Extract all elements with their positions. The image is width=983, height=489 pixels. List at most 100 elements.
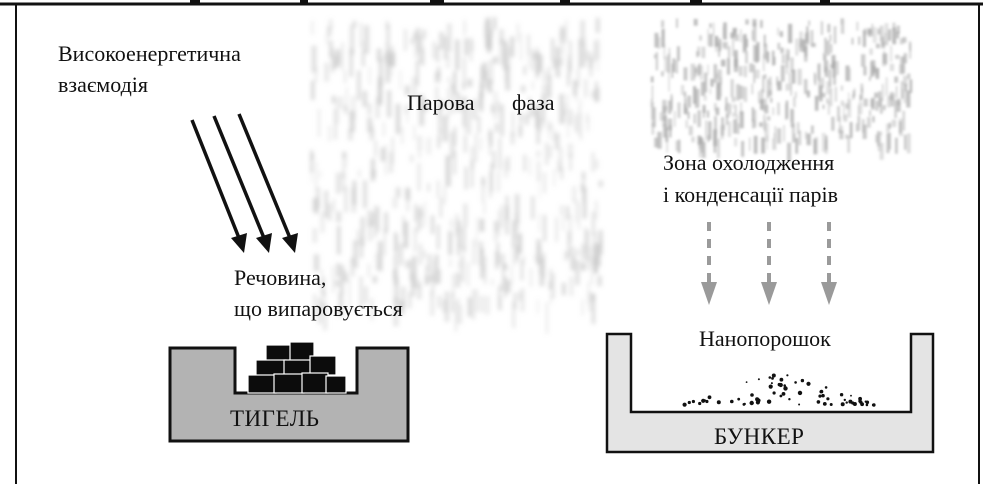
vapor-speckle — [410, 272, 416, 297]
vapor-speckle — [574, 113, 578, 133]
vapor-speckle — [480, 248, 484, 279]
condensation-speckle — [661, 71, 664, 77]
condensation-speckle — [668, 47, 671, 55]
vapor-speckle — [352, 20, 357, 28]
vapor-speckle — [491, 278, 494, 286]
condensation-speckle — [667, 118, 673, 131]
condensation-speckle — [749, 137, 751, 151]
condensation-speckle — [885, 77, 888, 96]
condensation-speckle — [777, 102, 780, 116]
condensation-speckle — [651, 107, 656, 128]
vapor-speckle — [582, 44, 586, 68]
vapor-speckle — [550, 38, 555, 62]
vapor-speckle — [588, 291, 593, 312]
condensation-speckle — [743, 87, 748, 102]
condensation-speckle — [889, 132, 891, 150]
vapor-speckle — [578, 106, 581, 136]
vapor-speckle — [590, 293, 595, 302]
vapor-speckle — [402, 215, 405, 236]
vapor-speckle — [463, 135, 467, 153]
vapor-speckle — [499, 204, 505, 229]
vapor-speckle — [314, 66, 318, 83]
vapor-speckle — [489, 128, 491, 155]
vapor-speckle — [477, 116, 481, 134]
condensation-speckle — [791, 69, 796, 84]
vapor-speckle — [569, 153, 572, 171]
vapor-speckle — [376, 262, 378, 270]
vapor-speckle — [586, 230, 590, 262]
vapor-speckle — [499, 29, 504, 45]
condensation-speckle — [806, 26, 809, 42]
condensation-speckle — [862, 124, 867, 139]
vapor-speckle — [462, 246, 466, 255]
condensation-speckle — [697, 110, 701, 128]
vapor-speckle — [312, 228, 318, 243]
vapor-speckle — [410, 154, 414, 163]
condensation-speckle — [721, 59, 726, 67]
condensation-speckle — [886, 123, 890, 133]
condensation-speckle — [761, 137, 765, 154]
condensation-speckle — [875, 43, 880, 49]
vapor-speckle — [554, 133, 560, 150]
condensation-speckle — [830, 44, 833, 53]
vapor-speckle — [460, 255, 465, 282]
condensation-speckle — [651, 122, 655, 135]
vapor-speckle — [383, 54, 388, 61]
condensation-speckle — [871, 60, 876, 77]
vapor-speckle — [524, 113, 530, 125]
vapor-speckle — [481, 241, 484, 255]
condensation-speckle — [894, 100, 897, 119]
vapor-speckle — [479, 295, 484, 313]
vapor-speckle — [553, 59, 558, 68]
vapor-speckle — [417, 135, 423, 151]
energy-arrow-2 — [212, 115, 272, 253]
condensation-speckle — [650, 76, 654, 83]
vapor-speckle — [438, 31, 445, 50]
vapor-speckle — [578, 202, 580, 230]
vapor-speckle — [490, 163, 493, 193]
condensation-speckle — [837, 128, 841, 133]
vapor-speckle — [310, 150, 314, 173]
condensation-speckle — [845, 103, 849, 109]
vapor-speckle — [572, 80, 578, 96]
condensation-speckle — [879, 142, 884, 160]
vapor-speckle — [326, 26, 332, 37]
condensation-speckle — [763, 34, 766, 47]
vapor-speckle — [481, 180, 486, 189]
condensation-speckle — [753, 44, 757, 62]
condensation-speckle — [855, 123, 860, 132]
condensation-speckle — [784, 103, 788, 120]
vapor-speckle — [489, 131, 493, 147]
condensation-speckle — [662, 105, 666, 121]
condensation-speckle — [858, 102, 863, 115]
nanopowder-particle — [749, 400, 754, 406]
condensation-speckle — [829, 88, 833, 107]
condensation-speckle — [856, 21, 859, 31]
condensation-speckle — [909, 41, 911, 51]
vapor-speckle — [471, 239, 477, 265]
vapor-speckle — [483, 23, 487, 39]
vapor-speckle — [566, 94, 569, 111]
condensation-speckle — [791, 123, 795, 143]
vapor-speckle — [362, 90, 368, 107]
condensation-speckle — [657, 131, 662, 149]
vapor-speckle — [405, 187, 411, 201]
condensation-zone-cloud — [650, 18, 913, 162]
vapor-speckle — [372, 276, 378, 284]
vapor-phase-cloud — [310, 16, 603, 334]
vapor-speckle — [551, 130, 557, 142]
condensation-speckle — [909, 43, 912, 59]
condensation-speckle — [862, 30, 866, 47]
condensation-speckle — [718, 69, 723, 85]
condensation-speckle — [859, 94, 862, 101]
condensation-speckle — [903, 75, 908, 86]
condensation-speckle — [751, 119, 756, 129]
cooling-zone-label-line2: і конденсації парів — [663, 182, 839, 207]
vapor-speckle — [434, 72, 441, 83]
vapor-speckle — [487, 131, 490, 141]
vapor-speckle — [436, 224, 440, 250]
condensation-speckle — [708, 33, 713, 47]
condensation-speckle — [734, 104, 737, 116]
vapor-speckle — [445, 54, 451, 69]
